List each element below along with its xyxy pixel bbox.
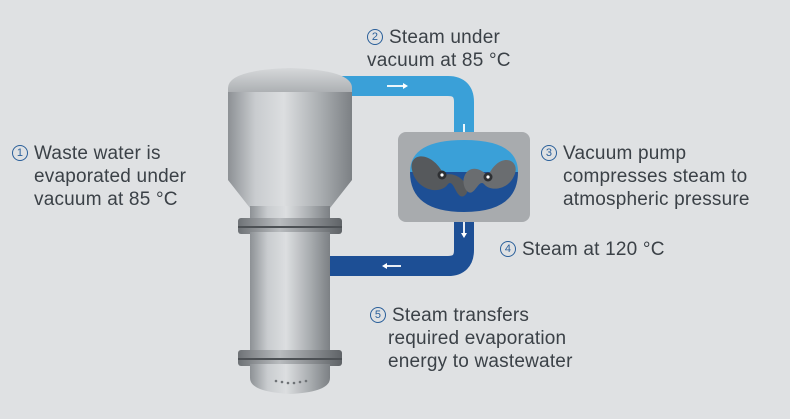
step-4-number: 4: [500, 241, 516, 257]
step-3-label: 3 Vacuum pump compresses steam to atmosp…: [541, 142, 750, 211]
step-1-line-1: Waste water is: [34, 143, 161, 164]
step-4-label: 4 Steam at 120 °C: [500, 238, 665, 261]
step-1-line-3: vacuum at 85 °C: [34, 189, 178, 210]
step-1-label: 1 Waste water is evaporated under vacuum…: [12, 142, 186, 211]
step-2-line-2: vacuum at 85 °C: [367, 50, 511, 71]
flow-arrow-left-icon: [382, 263, 401, 269]
step-3-line-1: Vacuum pump: [563, 143, 687, 164]
pump-rotor-right: [463, 160, 516, 193]
step-5-line-1: Steam transfers: [392, 305, 530, 326]
step-3-line-2: compresses steam to: [563, 166, 748, 187]
step-1-number: 1: [12, 145, 28, 161]
flow-arrow-right-icon: [387, 83, 408, 89]
evaporator-vessel: [228, 68, 352, 394]
step-5-line-2: required evaporation: [388, 328, 567, 349]
step-5-line-3: energy to wastewater: [388, 351, 573, 372]
flow-arrow-down-lower-icon: [461, 222, 467, 238]
step-2-line-1: Steam under: [389, 27, 500, 48]
step-1-line-2: evaporated under: [34, 166, 187, 187]
step-5-number: 5: [370, 307, 386, 323]
compressed-steam-pipe: [330, 212, 474, 276]
step-3-line-3: atmospheric pressure: [563, 189, 750, 210]
vacuum-pump: [398, 132, 530, 222]
step-5-label: 5 Steam transfers required evaporation e…: [370, 304, 573, 373]
step-4-line-1: Steam at 120 °C: [522, 239, 665, 260]
step-3-number: 3: [541, 145, 557, 161]
step-2-number: 2: [367, 29, 383, 45]
vacuum-steam-pipe: [330, 76, 474, 140]
pump-rotor-left: [411, 156, 468, 197]
step-2-label: 2 Steam under vacuum at 85 °C: [367, 26, 511, 72]
